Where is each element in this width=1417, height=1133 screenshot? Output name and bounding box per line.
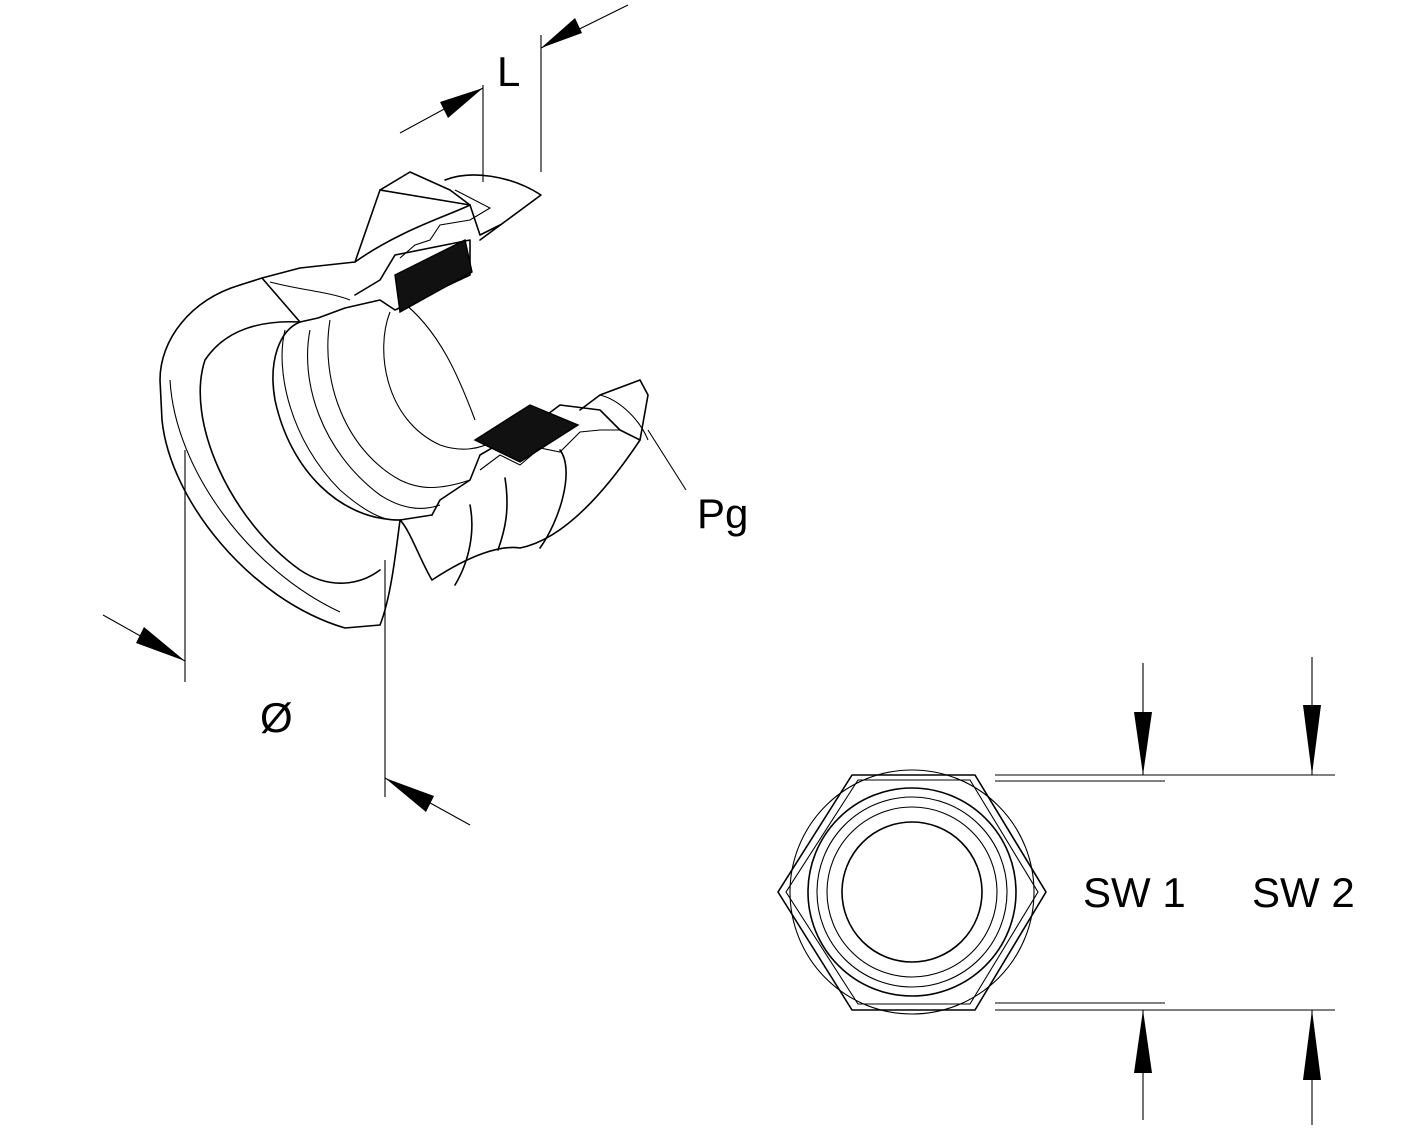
sw2-label: SW 2 [1252, 869, 1355, 916]
dimension-length: L [399, 4, 629, 182]
length-label: L [497, 48, 520, 95]
dimension-diameter: Ø [102, 450, 471, 826]
hex-nut-end-view [777, 769, 1047, 1015]
thread-label: Pg [697, 490, 748, 537]
dimension-thread: Pg [647, 429, 748, 537]
diameter-symbol: Ø [260, 694, 293, 741]
sw1-label: SW 1 [1083, 869, 1186, 916]
gland-section-view [159, 171, 649, 629]
dimension-sw: SW 1 SW 2 [995, 657, 1355, 1125]
